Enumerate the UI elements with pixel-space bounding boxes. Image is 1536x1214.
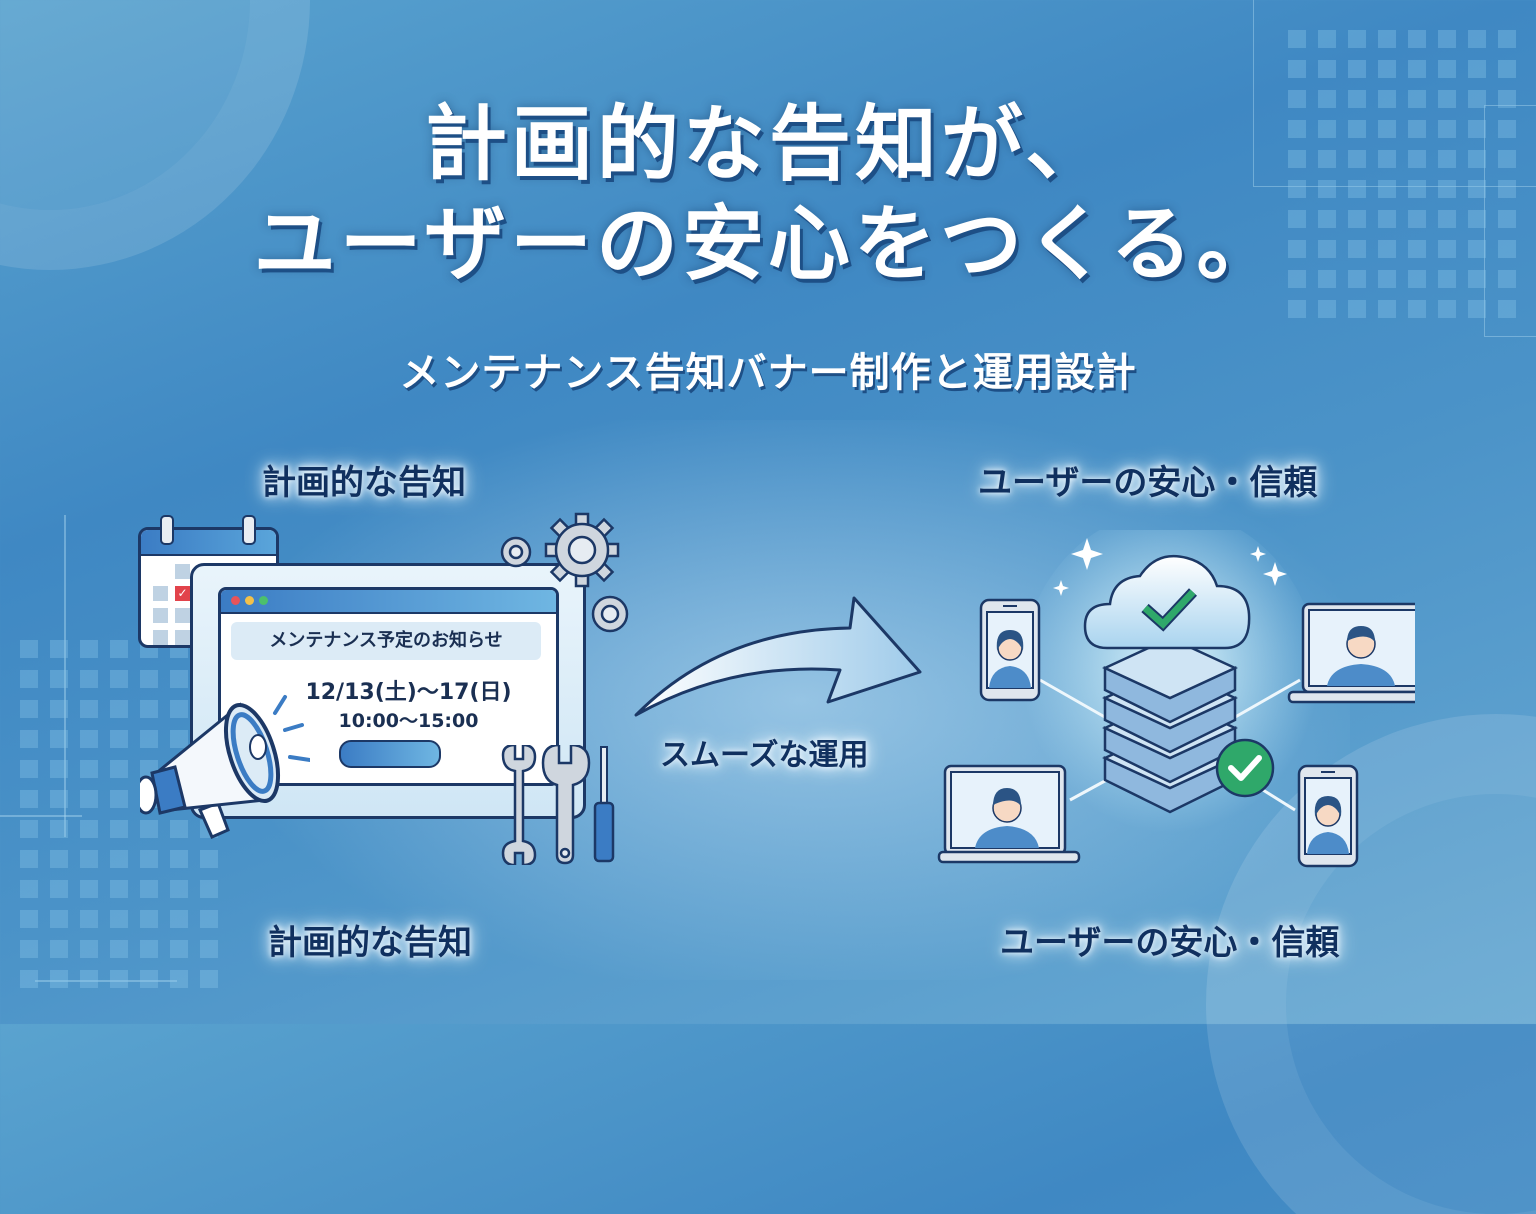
laptop-user-icon — [937, 764, 1081, 864]
smartphone-user-icon — [1297, 764, 1359, 868]
window-minimize-dot-icon — [245, 596, 254, 605]
curved-arrow-icon — [634, 596, 922, 717]
window-maximize-dot-icon — [259, 596, 268, 605]
smartphone-user-icon — [979, 598, 1041, 702]
window-close-dot-icon — [231, 596, 240, 605]
subtitle: メンテナンス告知バナー制作と運用設計 — [399, 350, 1137, 396]
right-label-bottom: ユーザーの安心・信頼 — [1000, 923, 1340, 963]
left-label-bottom: 計画的な告知 — [268, 923, 472, 963]
headline: 計画的な告知が、 ユーザーの安心をつくる。 — [0, 95, 1536, 295]
cloud-check-icon — [1083, 554, 1251, 650]
screwdriver-icon — [593, 746, 615, 863]
calendar-ring-icon — [242, 515, 256, 545]
headline-line-1: 計画的な告知が、 — [424, 97, 1112, 192]
network-illustration — [937, 530, 1415, 868]
gear-icon — [500, 512, 629, 633]
megaphone-icon — [140, 695, 310, 839]
sparkle-icon — [1053, 538, 1287, 596]
notice-time-range: 10:00〜15:00 — [338, 710, 479, 732]
headline-line-2: ユーザーの安心をつくる。 — [253, 197, 1283, 292]
notice-button[interactable] — [339, 740, 441, 768]
wrench-icon — [501, 745, 615, 865]
notice-date-range: 12/13(土)〜17(日) — [305, 680, 512, 705]
calendar-ring-icon — [160, 515, 174, 545]
decorative-line — [0, 815, 82, 817]
server-stack-icon — [1102, 636, 1238, 814]
check-badge-icon — [1215, 738, 1275, 798]
decorative-line — [64, 515, 66, 837]
laptop-user-icon — [1287, 602, 1415, 704]
left-label-top: 計画的な告知 — [262, 463, 466, 503]
decorative-line — [35, 980, 177, 982]
arrow-label: スムーズな運用 — [660, 738, 869, 773]
window-titlebar — [221, 590, 556, 614]
notice-title: メンテナンス予定のお知らせ — [231, 622, 541, 660]
right-label-top: ユーザーの安心・信頼 — [978, 463, 1318, 503]
